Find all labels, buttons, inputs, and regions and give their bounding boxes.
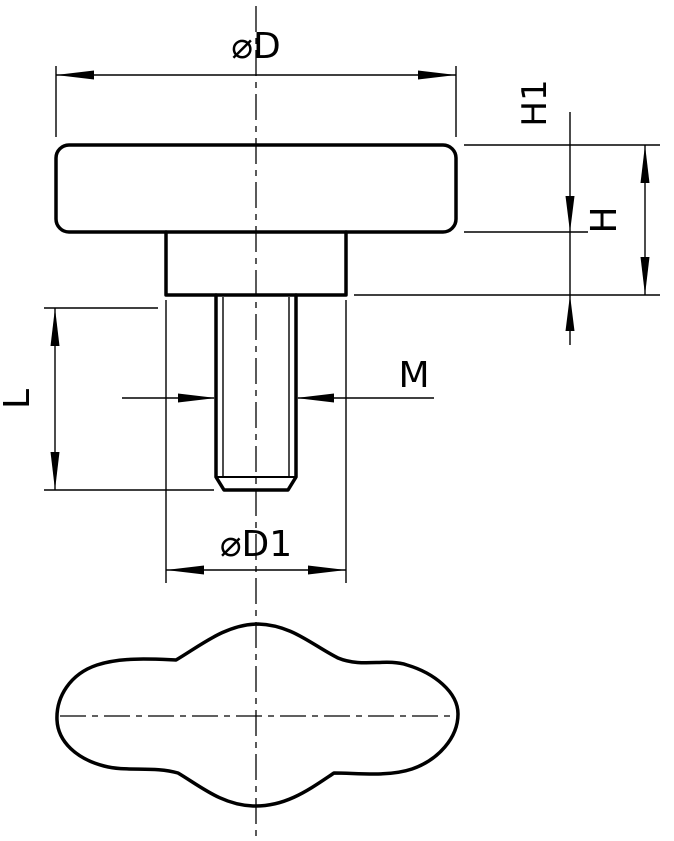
label-height-h: H [584, 206, 625, 233]
dim-d1-arrow-right [308, 565, 346, 575]
dim-h1-arrow-up [565, 295, 575, 331]
dim-d1-arrow-left [166, 565, 204, 575]
wing-view-outline [55, 622, 460, 808]
dim-h [640, 145, 650, 295]
bottom-view [55, 622, 460, 808]
dim-l-arrow-up [50, 308, 60, 346]
label-thread-m: M [398, 355, 429, 396]
label-length-l: L [0, 389, 38, 409]
label-diameter-d: ⌀D [231, 26, 280, 67]
dim-m [122, 393, 434, 403]
dim-m-arrow-right [178, 393, 216, 403]
dim-h-arrow-down [640, 257, 650, 295]
dim-h1 [565, 112, 575, 345]
label-diameter-d1: ⌀D1 [220, 524, 292, 565]
dim-l [44, 307, 214, 491]
dim-d-arrow-left [56, 70, 94, 80]
dim-m-arrow-left [296, 393, 334, 403]
dimension-labels: ⌀D H1 H L M ⌀D1 [0, 26, 625, 565]
dim-l-arrow-down [50, 452, 60, 490]
dim-h1-arrow-down [565, 196, 575, 232]
dim-d-arrow-right [418, 70, 456, 80]
dim-h-arrow-up [640, 145, 650, 183]
centerlines [60, 6, 452, 836]
label-height-h1: H1 [515, 79, 555, 126]
right-extension-lines [354, 144, 660, 296]
